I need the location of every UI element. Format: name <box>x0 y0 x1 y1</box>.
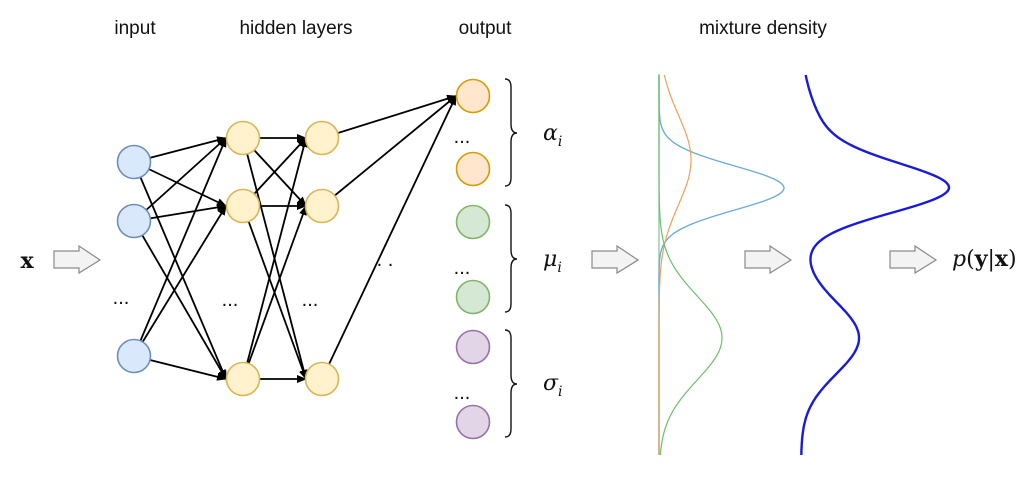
hidden-node <box>225 361 261 397</box>
alpha-ellipsis: ... <box>454 126 471 148</box>
hidden-node <box>225 188 261 224</box>
hidden-node <box>304 361 340 397</box>
hidden-node <box>304 120 340 156</box>
mu-output-node <box>455 204 491 240</box>
sigma-output-node <box>455 329 491 365</box>
sigma-output-node <box>455 404 491 440</box>
arrow-to-mixture <box>591 244 640 275</box>
alpha-brace <box>504 78 518 187</box>
arrow-to-sum <box>744 244 793 275</box>
hidden1-ellipsis: ... <box>222 289 239 311</box>
arrow-into-network <box>53 244 102 275</box>
hidden-layers-heading: hidden layers <box>239 18 352 39</box>
component-orange-curve <box>658 74 692 455</box>
hidden-layer-2 <box>304 120 340 397</box>
alpha-label: αi <box>543 121 562 150</box>
edges-input-to-hidden1 <box>133 136 227 381</box>
input-node <box>116 338 152 374</box>
mixture-components <box>658 74 785 456</box>
hidden-layer-1 <box>225 120 261 397</box>
mu-ellipsis: ... <box>454 257 471 279</box>
x-input-symbol: x <box>20 248 34 274</box>
layers-ellipsis: . . <box>377 249 394 271</box>
arrow-to-output-prob <box>889 244 938 275</box>
hidden2-ellipsis: ... <box>302 289 319 311</box>
input-layer <box>116 144 152 374</box>
output-heading: output <box>459 18 513 39</box>
sigma-brace <box>504 329 518 438</box>
alpha-output-node <box>455 151 491 187</box>
component-green-curve <box>658 75 723 456</box>
alpha-output-node <box>455 78 491 114</box>
edges-hidden2-to-output <box>321 94 457 380</box>
hidden-node <box>225 120 261 156</box>
sigma-ellipsis: ... <box>454 382 471 404</box>
sigma-label: σi <box>543 371 563 400</box>
mu-output-node <box>455 279 491 315</box>
mixture-density-heading: mixture density <box>699 18 827 39</box>
edges-hidden1-to-hidden2 <box>242 134 308 383</box>
mu-brace <box>504 204 518 313</box>
mu-label: μi <box>543 247 562 276</box>
input-node <box>116 203 152 239</box>
mixture-density-curve <box>800 74 951 456</box>
input-ellipsis: ... <box>113 287 130 309</box>
conditional-density-label: p(y|x) <box>952 246 1017 272</box>
hidden-node <box>304 188 340 224</box>
input-heading: input <box>114 18 156 39</box>
input-node <box>116 144 152 180</box>
output-layer <box>455 78 491 440</box>
